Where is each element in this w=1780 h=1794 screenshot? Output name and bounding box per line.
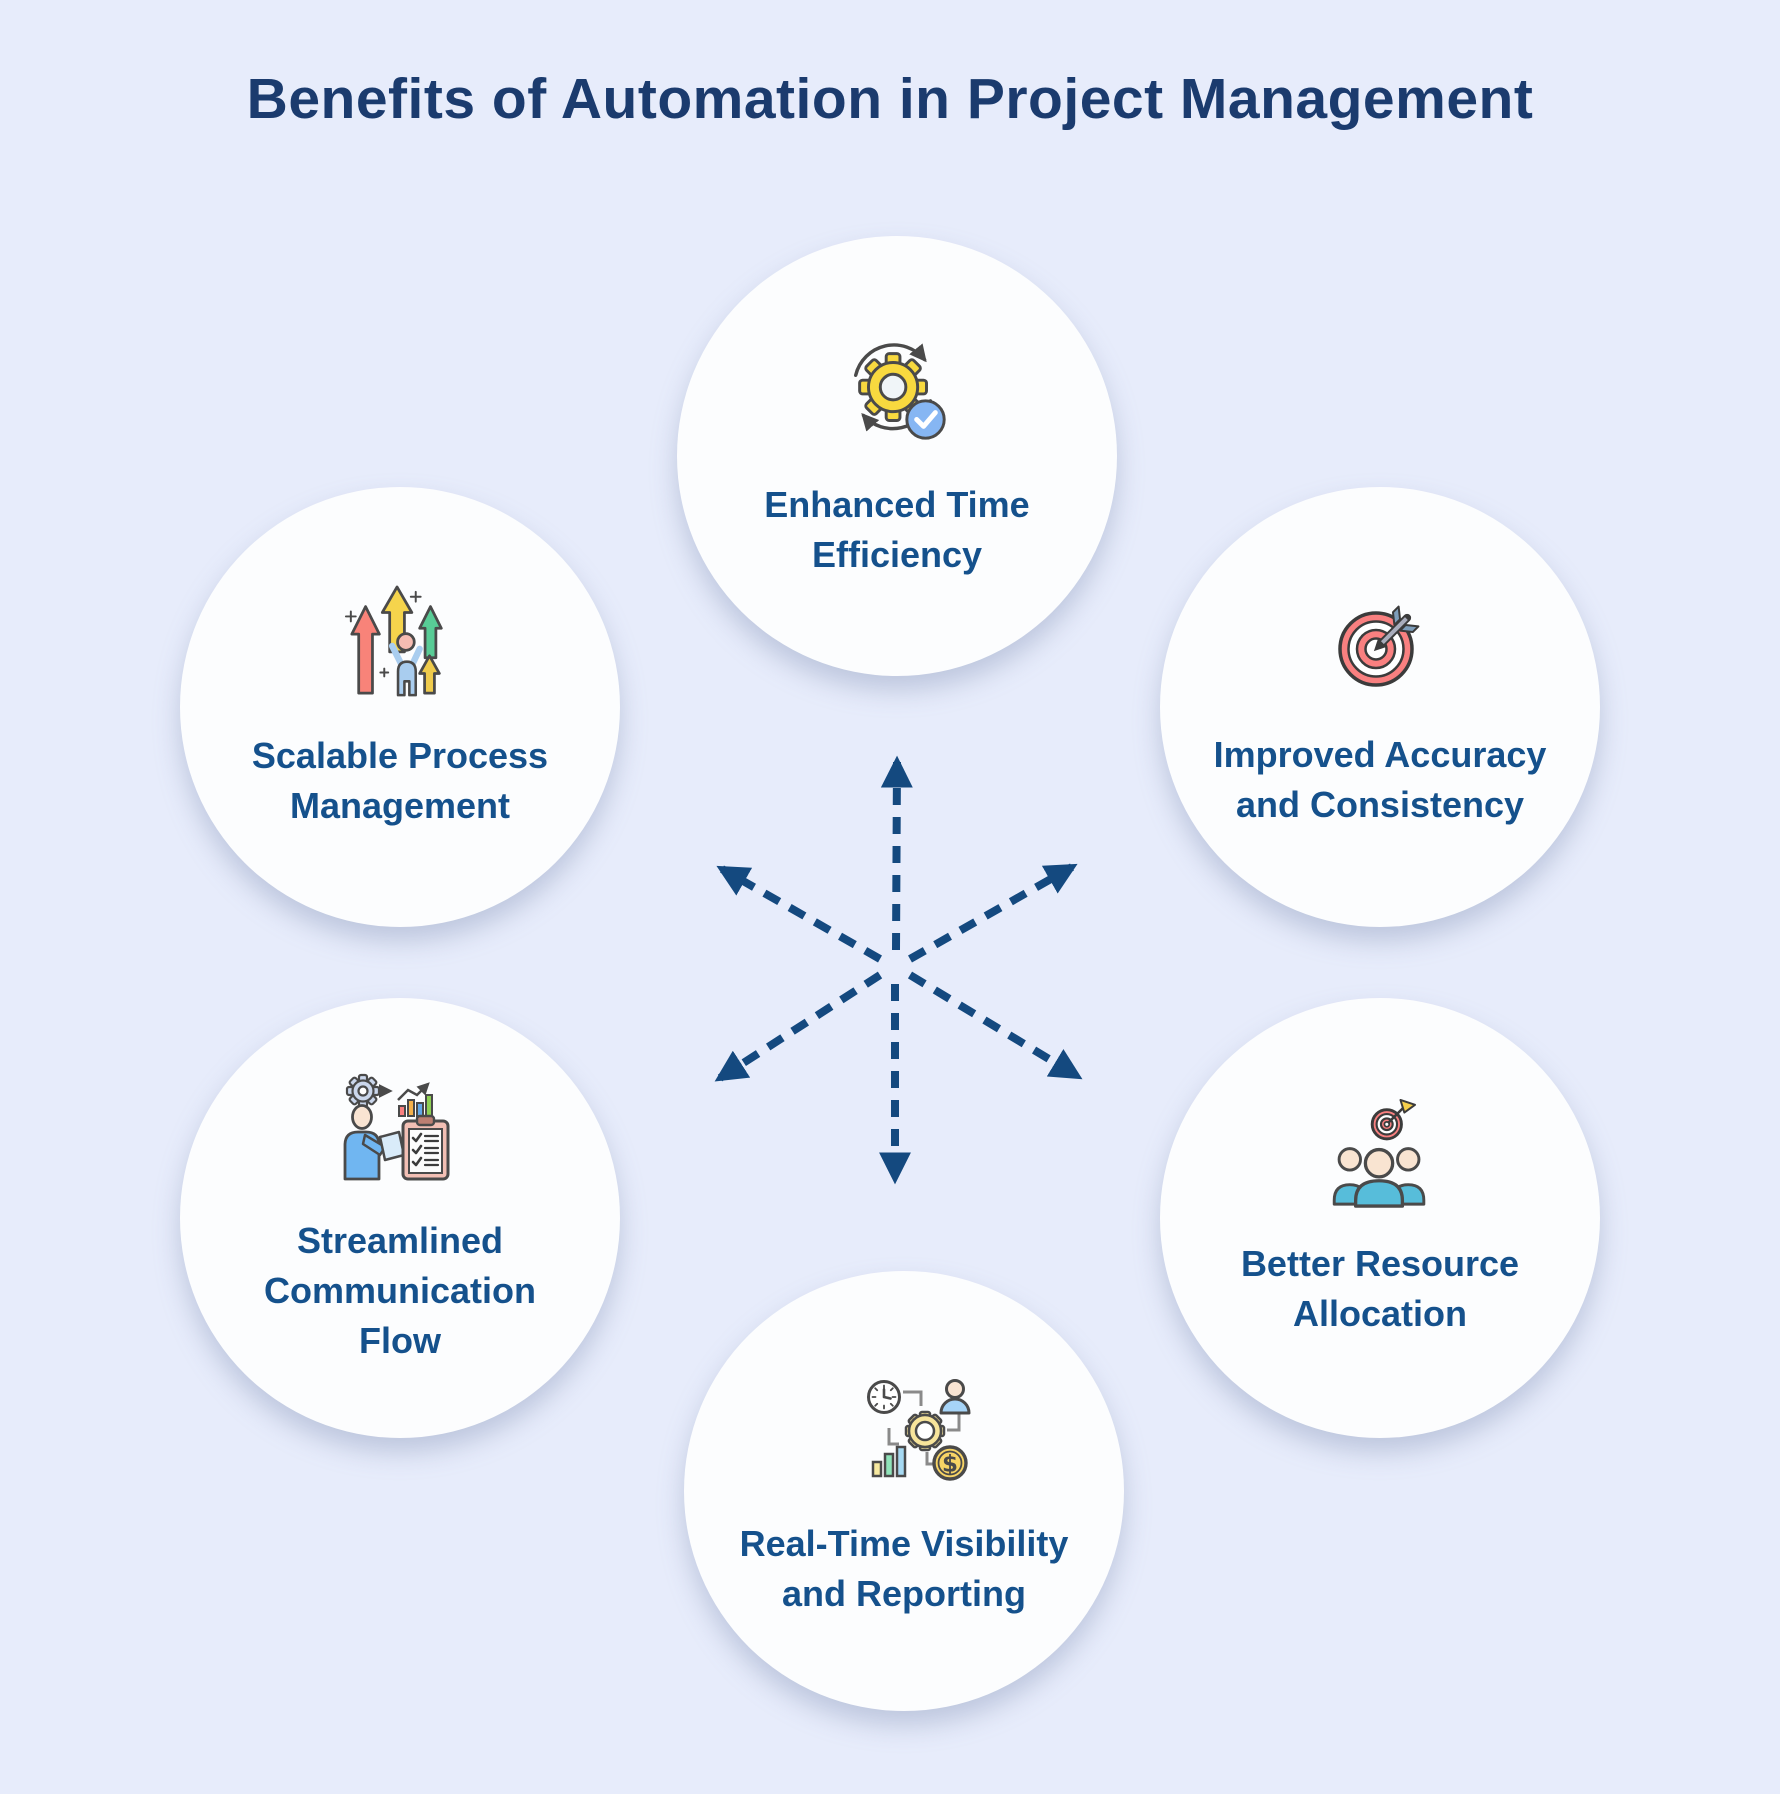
person-clipboard-icon (343, 1073, 449, 1180)
label-line: Scalable Process (251, 735, 549, 776)
team-target-icon (1332, 1098, 1426, 1208)
label-line: Streamlined (296, 1219, 504, 1261)
label-line: and Consistency (1235, 783, 1525, 825)
page-title: Benefits of Automation in Project Manage… (246, 67, 1534, 131)
arrow-down-left (714, 971, 883, 1082)
gear-cycle-check-icon (853, 343, 946, 440)
target-arrow-icon (1338, 605, 1420, 687)
arrow-up-left (716, 865, 882, 963)
label-line: Improved Accuracy (1213, 733, 1547, 775)
svg-text:$: $ (941, 1451, 957, 1477)
benefit-circle-better-resource-allocation: Better Resource Allocation (1160, 998, 1600, 1438)
benefit-circle-streamlined-communication: Streamlined Communication Flow (180, 998, 620, 1438)
benefit-label: Enhanced Time Efficiency (744, 480, 1049, 580)
benefit-circle-realtime-visibility: $ Real-Time Visibility and Reporting (684, 1271, 1124, 1711)
benefit-label: Real-Time Visibility and Reporting (720, 1519, 1089, 1619)
clock-gear-report-icon: $ (866, 1378, 970, 1481)
arrow-up (880, 755, 913, 951)
benefit-label: Scalable Process Management (232, 731, 568, 831)
label-line: Flow (359, 1319, 441, 1361)
arrow-down-right (907, 971, 1083, 1080)
label-line: Enhanced Time (764, 484, 1030, 525)
benefit-circle-improved-accuracy: Improved Accuracy and Consistency (1160, 487, 1600, 927)
label-line: Efficiency (811, 534, 983, 575)
label-line: Communication (263, 1269, 536, 1311)
label-line: Management (289, 785, 511, 826)
benefit-label: Improved Accuracy and Consistency (1194, 730, 1567, 830)
benefit-circle-enhanced-time-efficiency: Enhanced Time Efficiency (677, 236, 1117, 676)
label-line: Real-Time Visibility (739, 1522, 1069, 1564)
benefit-label: Better Resource Allocation (1221, 1239, 1539, 1339)
benefit-label: Streamlined Communication Flow (244, 1216, 556, 1366)
benefit-circle-scalable-process: Scalable Process Management (180, 487, 620, 927)
label-line: and Reporting (782, 1572, 1026, 1614)
growth-arrows-person-icon (344, 585, 443, 697)
label-line: Allocation (1292, 1293, 1467, 1334)
arrow-up-right (908, 863, 1078, 963)
label-line: Better Resource (1240, 1243, 1520, 1284)
